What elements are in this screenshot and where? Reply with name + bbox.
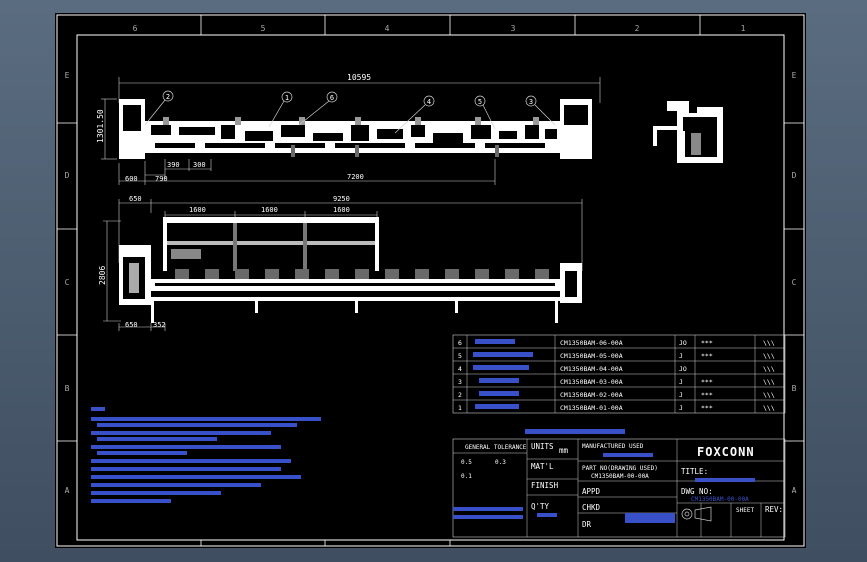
grid-row-label: E xyxy=(792,71,797,80)
balloon-label: 3 xyxy=(529,98,533,106)
general-tolerance-label: GENERAL TOLERANCE xyxy=(465,444,527,451)
tolerance-value: 0.5 xyxy=(461,459,472,466)
appd-label: APPD xyxy=(582,487,601,496)
bom-part: CM1350BAM-06-00A xyxy=(560,339,623,347)
balloon-label: 5 xyxy=(478,98,482,106)
grid-row-label: D xyxy=(792,171,797,180)
dwg-no-value: CM1350BAM-00-00A xyxy=(691,496,749,503)
top-dim: 390 xyxy=(167,161,180,169)
bom-unit: J xyxy=(679,378,683,386)
top-dim: 300 xyxy=(193,161,206,169)
cad-drawing: 6 5 4 3 2 1 E D C B A E D C B A 10595 13… xyxy=(56,14,805,547)
front-dim-pitch: 1600 xyxy=(333,206,350,214)
units-value: mm xyxy=(559,446,569,455)
bom-no: 2 xyxy=(458,391,462,399)
bom-part: CM1350BAM-03-00A xyxy=(560,378,623,386)
bom-c2: \\\ xyxy=(763,339,775,347)
grid-ticks xyxy=(57,15,804,546)
grid-row-label: C xyxy=(65,278,70,287)
bom-unit: JO xyxy=(679,365,687,373)
top-overall-dim: 10595 xyxy=(347,73,371,82)
front-dim-bottom: 352 xyxy=(153,321,166,329)
bom-no: 6 xyxy=(458,339,462,347)
finish-label: FINISH xyxy=(531,481,559,490)
bom-unit: JO xyxy=(679,339,687,347)
front-view: 650 9250 1600 1600 1600 650 352 2806 xyxy=(98,195,583,331)
front-dim-pitch: 1600 xyxy=(261,206,278,214)
grid-row-label: A xyxy=(792,486,797,495)
grid-col-label: 3 xyxy=(511,24,516,33)
bom-c1: *** xyxy=(701,339,713,347)
side-view xyxy=(653,99,723,163)
bom-no: 3 xyxy=(458,378,462,386)
bom-c1: *** xyxy=(701,404,713,412)
bom-c2: \\\ xyxy=(763,391,775,399)
front-height-dim: 2806 xyxy=(98,266,107,285)
grid-col-label: 5 xyxy=(261,24,266,33)
bom-table: 6 5 4 3 2 1 CM1350BAM-06-00A CM1350BAM-0… xyxy=(452,334,786,434)
matl-label: MAT'L xyxy=(531,462,554,471)
grid-row-label: D xyxy=(65,171,70,180)
inner-border xyxy=(76,34,785,541)
grid-col-label: 4 xyxy=(385,24,390,33)
foxconn-logo: FOXCONN xyxy=(697,445,755,459)
balloon-label: 1 xyxy=(285,94,289,102)
rev-label: REV: xyxy=(765,505,783,514)
grid-row-label: B xyxy=(65,384,70,393)
part-no-label: PART NO(DRAWING USED) xyxy=(582,465,658,472)
bom-part: CM1350BAM-05-00A xyxy=(560,352,623,360)
grid-row-label: A xyxy=(65,486,70,495)
bom-c2: \\\ xyxy=(763,404,775,412)
drawing-sheet: 6 5 4 3 2 1 E D C B A E D C B A 10595 13… xyxy=(55,13,806,548)
bom-no: 5 xyxy=(458,352,462,360)
grid-col-label: 1 xyxy=(741,24,746,33)
bom-no: 1 xyxy=(458,404,462,412)
qty-label: Q'TY xyxy=(531,502,550,511)
bom-c1: *** xyxy=(701,352,713,360)
bom-c1: *** xyxy=(701,391,713,399)
balloon-label: 6 xyxy=(330,94,334,102)
bom-c1: *** xyxy=(701,378,713,386)
top-dim: 790 xyxy=(155,175,168,183)
front-dim-pitch: 1600 xyxy=(189,206,206,214)
bom-c2: \\\ xyxy=(763,352,775,360)
top-dim: 7200 xyxy=(347,173,364,181)
outer-border xyxy=(56,14,805,547)
title-label: TITLE: xyxy=(681,467,708,476)
sheet-label: SHEET xyxy=(736,507,754,514)
bom-part: CM1350BAM-01-00A xyxy=(560,404,623,412)
bom-unit: J xyxy=(679,352,683,360)
grid-row-label: C xyxy=(792,278,797,287)
balloon-label: 4 xyxy=(427,98,431,106)
front-dim-offset: 650 xyxy=(129,195,142,203)
chkd-label: CHKD xyxy=(582,503,601,512)
front-dim-bottom: 650 xyxy=(125,321,138,329)
grid-col-label: 6 xyxy=(133,24,138,33)
part-no-value: CM1350BAM-00-00A xyxy=(591,473,649,480)
units-label: UNITS xyxy=(531,442,554,451)
bom-c2: \\\ xyxy=(763,378,775,386)
bom-c2: \\\ xyxy=(763,365,775,373)
title-block: GENERAL TOLERANCE 0.5 0.3 0.1 MANUFACTUR… xyxy=(452,438,786,538)
tolerance-value: 0.3 xyxy=(495,459,506,466)
front-dim-overall: 9250 xyxy=(333,195,350,203)
bom-part: CM1350BAM-02-00A xyxy=(560,391,623,399)
notes-block xyxy=(91,407,321,503)
top-view: 10595 1301.50 xyxy=(96,73,601,185)
tolerance-value: 0.1 xyxy=(461,473,472,480)
projection-symbol-icon xyxy=(681,506,712,522)
grid-row-label: E xyxy=(65,71,70,80)
top-height-dim: 1301.50 xyxy=(96,109,105,143)
grid-row-label: B xyxy=(792,384,797,393)
bom-part: CM1350BAM-04-00A xyxy=(560,365,623,373)
bom-unit: J xyxy=(679,404,683,412)
manufactured-used-label: MANUFACTURED USED xyxy=(582,443,644,450)
top-dim: 600 xyxy=(125,175,138,183)
dr-label: DR xyxy=(582,520,592,529)
balloon-label: 2 xyxy=(166,93,170,101)
grid-col-label: 2 xyxy=(635,24,640,33)
bom-unit: J xyxy=(679,391,683,399)
dwg-no-label: DWG NO: xyxy=(681,487,713,496)
bom-no: 4 xyxy=(458,365,462,373)
